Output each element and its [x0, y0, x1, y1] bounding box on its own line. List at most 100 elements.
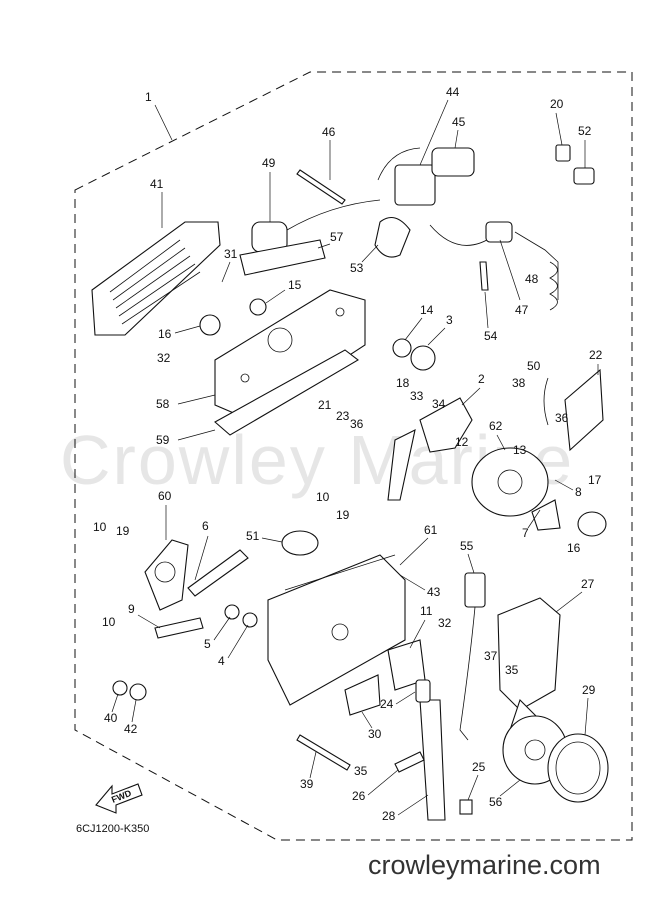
part-label-16b: 16	[567, 541, 581, 555]
part-label-56: 56	[489, 795, 503, 809]
part-label-40: 40	[104, 711, 118, 725]
part-label-32a: 32	[157, 351, 171, 365]
knob-29	[547, 733, 609, 803]
part-label-28: 28	[382, 809, 396, 823]
part-label-61: 61	[424, 523, 438, 537]
part-label-10c: 10	[316, 490, 330, 504]
lanyard-48	[485, 221, 559, 311]
friction-plates-22	[564, 368, 604, 452]
part-label-46: 46	[322, 125, 336, 139]
part-label-53: 53	[350, 261, 364, 275]
assembly-boundary	[74, 71, 633, 841]
link-26	[394, 751, 425, 773]
clip-20	[555, 144, 571, 162]
part-label-31: 31	[224, 247, 238, 261]
part-label-38: 38	[512, 376, 526, 390]
plate-59	[214, 349, 359, 436]
part-label-14: 14	[420, 303, 434, 317]
clip-53	[374, 216, 411, 258]
catalog-code: 6CJ1200-K350	[76, 823, 150, 835]
part-label-8: 8	[575, 485, 582, 499]
washer-4	[242, 612, 258, 628]
part-label-29: 29	[582, 683, 596, 697]
harness-wire-55	[459, 606, 476, 741]
clip-52	[573, 167, 595, 185]
part-label-62: 62	[489, 419, 503, 433]
part-label-52: 52	[578, 124, 592, 138]
screw-54	[479, 261, 489, 291]
part-label-6: 6	[202, 519, 209, 533]
lever-arm-28	[419, 699, 446, 821]
pin-9	[154, 617, 204, 639]
part-label-23: 23	[336, 409, 350, 423]
part-label-44: 44	[446, 85, 460, 99]
part-label-17: 17	[588, 473, 602, 487]
part-label-55: 55	[460, 539, 474, 553]
part-label-19a: 19	[116, 524, 130, 538]
part-label-10b: 10	[102, 615, 116, 629]
bolt-39	[296, 734, 351, 771]
part-label-51: 51	[246, 529, 260, 543]
part-label-15: 15	[288, 278, 302, 292]
part-label-5: 5	[204, 637, 211, 651]
washer-15	[249, 298, 267, 316]
block-25	[459, 799, 473, 815]
vented-cover	[91, 221, 221, 336]
part-label-26: 26	[352, 789, 366, 803]
part-label-16a: 16	[158, 327, 172, 341]
grommet-49	[251, 199, 381, 253]
part-label-59: 59	[156, 433, 170, 447]
nut-40	[112, 680, 128, 696]
arm-19-upper	[387, 428, 416, 501]
part-label-13: 13	[513, 443, 527, 457]
part-label-45: 45	[452, 115, 466, 129]
part-label-36a: 36	[555, 411, 569, 425]
part-label-30: 30	[368, 727, 382, 741]
gear-62	[471, 447, 549, 517]
fwd-arrow-icon: FWD	[95, 783, 143, 814]
part-label-48: 48	[525, 272, 539, 286]
part-label-43: 43	[427, 585, 441, 599]
knob-24	[415, 679, 431, 703]
part-label-54: 54	[484, 329, 498, 343]
plate-57	[239, 239, 326, 276]
wire-harness-44	[377, 147, 496, 246]
part-label-24: 24	[380, 697, 394, 711]
bushing-16	[577, 511, 607, 537]
part-label-41: 41	[150, 177, 164, 191]
part-label-27: 27	[581, 577, 595, 591]
part-label-9: 9	[128, 602, 135, 616]
lever-plate-2	[419, 397, 473, 453]
part-label-34: 34	[432, 397, 446, 411]
part-label-22: 22	[589, 348, 603, 362]
switch-51	[281, 530, 319, 556]
part-label-25: 25	[472, 760, 486, 774]
part-label-20: 20	[550, 97, 564, 111]
part-label-12: 12	[455, 435, 469, 449]
part-label-37: 37	[484, 649, 498, 663]
pad-7	[531, 499, 561, 531]
washer-42	[129, 683, 147, 701]
link-50	[543, 377, 549, 426]
part-label-19b: 19	[336, 508, 350, 522]
part-label-3: 3	[446, 313, 453, 327]
part-label-35a: 35	[354, 764, 368, 778]
bushing-16-top	[199, 314, 221, 336]
part-label-39: 39	[300, 777, 314, 791]
part-label-47: 47	[515, 303, 529, 317]
washer-5	[224, 604, 240, 620]
part-label-60: 60	[158, 489, 172, 503]
cam-3	[410, 345, 436, 371]
part-label-35b: 35	[505, 663, 519, 677]
part-labels: 1 2 3 4 5 6 7 8 9 10 10 10 11 12 13 14 1…	[93, 85, 603, 823]
connector-55	[464, 572, 486, 608]
part-label-18: 18	[396, 376, 410, 390]
part-label-7: 7	[522, 526, 529, 540]
bracket-60	[144, 539, 189, 611]
part-label-50: 50	[527, 359, 541, 373]
control-box-61	[267, 554, 406, 706]
cover-30	[344, 674, 381, 716]
lever-6	[187, 549, 249, 597]
part-label-21: 21	[318, 398, 332, 412]
